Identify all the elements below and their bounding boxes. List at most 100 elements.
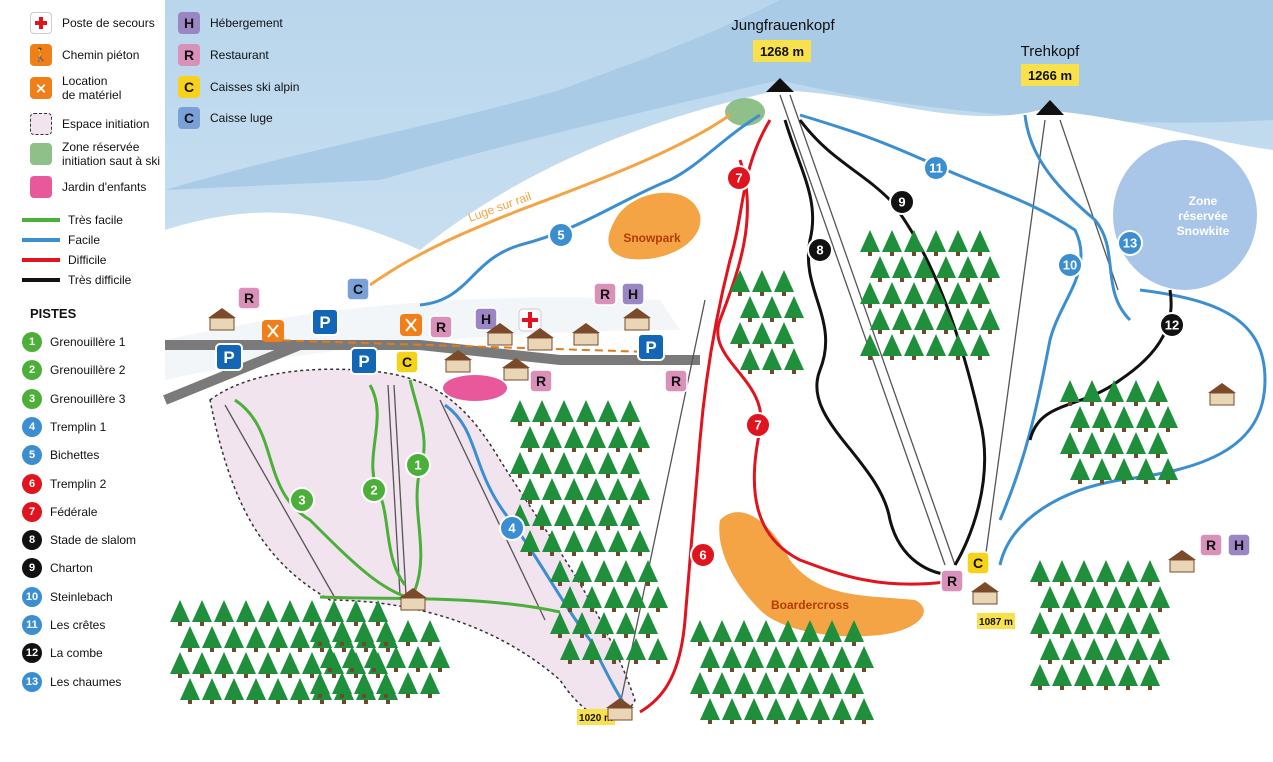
parking-icon[interactable]: P	[215, 343, 243, 371]
legend-label: Location de matériel	[62, 74, 122, 102]
snowpark-area[interactable]	[608, 192, 701, 260]
tree-icon	[914, 308, 934, 334]
piste-marker-2[interactable]: 2	[361, 477, 387, 503]
tree-icon	[744, 646, 764, 672]
piste-name: Grenouillère 2	[50, 363, 126, 378]
base-altitude-1020: 1020 m	[579, 713, 613, 724]
piste-number-badge: 11	[22, 615, 42, 635]
parking-icon[interactable]: P	[350, 347, 378, 375]
altitude-badge	[577, 709, 615, 725]
service-badge[interactable]: R	[593, 282, 617, 306]
piste-name: Les chaumes	[50, 674, 122, 689]
ski-jump-zone-area[interactable]	[725, 98, 765, 126]
far-mountains	[165, 0, 1273, 190]
tree-icon	[752, 270, 772, 296]
legend-label: Très facile	[68, 213, 123, 227]
parking-icon[interactable]: P	[637, 333, 665, 361]
tree-icon	[598, 452, 618, 478]
legend-rental: ⨯ Location de matériel	[30, 74, 121, 102]
tree-icon	[236, 652, 256, 678]
service-badge[interactable]: C	[395, 350, 419, 374]
tree-icon	[572, 560, 592, 586]
svg-text:4: 4	[508, 521, 516, 536]
piste-marker-13[interactable]: 13	[1117, 230, 1143, 256]
tree-icon	[740, 296, 760, 322]
service-badge[interactable]: H	[474, 307, 498, 331]
service-badge[interactable]: C	[346, 277, 370, 301]
service-badge[interactable]: R	[529, 369, 553, 393]
tree-icon	[734, 620, 754, 646]
kids-garden-area[interactable]	[443, 375, 507, 401]
tree-icon	[788, 646, 808, 672]
tree-icon	[616, 560, 636, 586]
tree-icon	[310, 672, 330, 698]
svg-text:9: 9	[898, 195, 905, 210]
service-badge[interactable]: R	[940, 569, 964, 593]
boardercross-area[interactable]	[719, 512, 924, 637]
service-badge[interactable]: H	[1227, 533, 1251, 557]
piste-marker-10[interactable]: 10	[1057, 252, 1083, 278]
beginner-zone[interactable]	[209, 368, 636, 720]
svg-text:3: 3	[298, 493, 305, 508]
tree-icon	[980, 308, 1000, 334]
piste-marker-9[interactable]: 9	[889, 189, 915, 215]
tree-icon	[892, 308, 912, 334]
piste-8-line	[783, 119, 956, 577]
piste-number-badge: 9	[22, 558, 42, 579]
snowkite-area[interactable]	[1113, 140, 1257, 290]
tree-icon	[740, 348, 760, 374]
tree-icon	[520, 426, 540, 452]
piste-marker-12[interactable]: 12	[1159, 312, 1185, 338]
ski-rental-icon[interactable]	[400, 314, 422, 336]
service-badge[interactable]: C	[966, 551, 990, 575]
svg-text:C: C	[402, 354, 412, 370]
tree-icon	[560, 638, 580, 664]
tree-icon	[854, 698, 874, 724]
piste-marker-6[interactable]: 6	[690, 542, 716, 568]
tree-icon	[586, 426, 606, 452]
piste-marker-11[interactable]: 11	[923, 155, 949, 181]
legend-service-h: H Hébergement	[178, 12, 283, 34]
tree-icon	[542, 530, 562, 556]
piste-number-badge: 5	[22, 445, 42, 466]
tree-icon	[788, 698, 808, 724]
tree-icon	[882, 334, 902, 360]
legend-label: Zone réservée initiation saut à ski	[62, 140, 161, 168]
piste-name: Tremplin 2	[50, 476, 107, 491]
service-badge[interactable]: R	[1199, 533, 1223, 557]
piste-marker-1[interactable]: 1	[405, 452, 431, 478]
chalet-icon	[572, 323, 600, 346]
tree-icon	[616, 612, 636, 638]
tree-icon	[690, 620, 710, 646]
piste-marker-4[interactable]: 4	[499, 515, 525, 541]
service-badge[interactable]: H	[621, 282, 645, 306]
tree-icon	[214, 652, 234, 678]
piste-marker-8[interactable]: 8	[807, 237, 833, 263]
first-aid-icon[interactable]	[518, 308, 542, 332]
piste-name: Fédérale	[50, 504, 98, 519]
tree-icon	[1062, 638, 1082, 664]
piste-marker-7[interactable]: 7	[745, 412, 771, 438]
piste-name: Charton	[50, 561, 93, 576]
service-badge[interactable]: R	[664, 369, 688, 393]
piste-marker-7[interactable]: 7	[726, 165, 752, 191]
tree-icon	[550, 612, 570, 638]
tree-icon	[354, 672, 374, 698]
service-badge[interactable]: R	[237, 286, 261, 310]
hiker-icon[interactable]	[262, 320, 284, 342]
service-badge[interactable]: R	[429, 315, 453, 339]
tree-icon	[822, 620, 842, 646]
tree-icon	[376, 620, 396, 646]
pedestrian-path	[269, 339, 651, 353]
luge-rail[interactable]	[369, 113, 731, 287]
road-branch	[163, 340, 302, 405]
parking-icon[interactable]: P	[311, 308, 339, 336]
piste-marker-3[interactable]: 3	[289, 487, 315, 513]
tree-icon	[844, 672, 864, 698]
piste-marker-5[interactable]: 5	[548, 222, 574, 248]
